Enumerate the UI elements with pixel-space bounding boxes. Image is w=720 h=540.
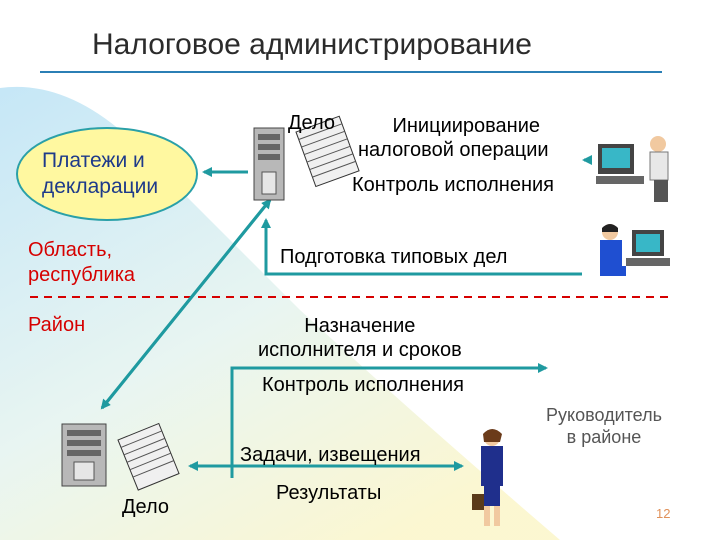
region-upper-line1: Область, <box>28 239 113 261</box>
results-label: Результаты <box>276 482 382 504</box>
manager-label: Руководитель в районе <box>546 404 662 448</box>
documents-icon-bottom <box>117 422 180 491</box>
assignment-line1: Назначение <box>304 315 416 337</box>
payments-label: Платежи и декларации <box>42 148 158 200</box>
region-lower-label: Район <box>28 314 86 336</box>
initiation-line2: налоговой операции <box>358 139 549 161</box>
page-title: Налоговое администрирование <box>92 28 532 61</box>
workstation-icon-top <box>596 136 669 202</box>
arrows <box>100 155 592 478</box>
region-upper-line2: республика <box>28 264 136 286</box>
control-label-top: Контроль исполнения <box>352 174 555 196</box>
assignment-label: Назначение исполнителя и сроков <box>258 314 462 362</box>
workstation-icon-middle <box>600 224 670 276</box>
payments-label-line2: декларации <box>42 175 159 198</box>
delo-label-bottom: Дело <box>122 496 170 518</box>
tasks-label: Задачи, извещения <box>240 444 421 466</box>
preparation-label: Подготовка типовых дел <box>280 246 508 268</box>
manager-line1: Руководитель <box>546 405 662 425</box>
manager-line2: в районе <box>566 427 642 447</box>
initiation-label: Инициирование налоговой операции <box>358 114 549 162</box>
server-icon-top <box>253 127 285 201</box>
payments-label-line1: Платежи и <box>42 149 145 172</box>
initiation-line1: Инициирование <box>392 115 541 137</box>
page-number: 12 <box>656 506 671 521</box>
payments-ellipse <box>16 127 198 221</box>
documents-icon-top <box>295 115 360 188</box>
region-upper-label: Область, республика <box>28 238 135 288</box>
delo-label-top: Дело <box>288 112 336 134</box>
manager-figure-icon <box>472 429 503 526</box>
server-icon-bottom <box>61 423 107 487</box>
control-label-bottom: Контроль исполнения <box>262 374 465 396</box>
assignment-line2: исполнителя и сроков <box>258 339 462 361</box>
